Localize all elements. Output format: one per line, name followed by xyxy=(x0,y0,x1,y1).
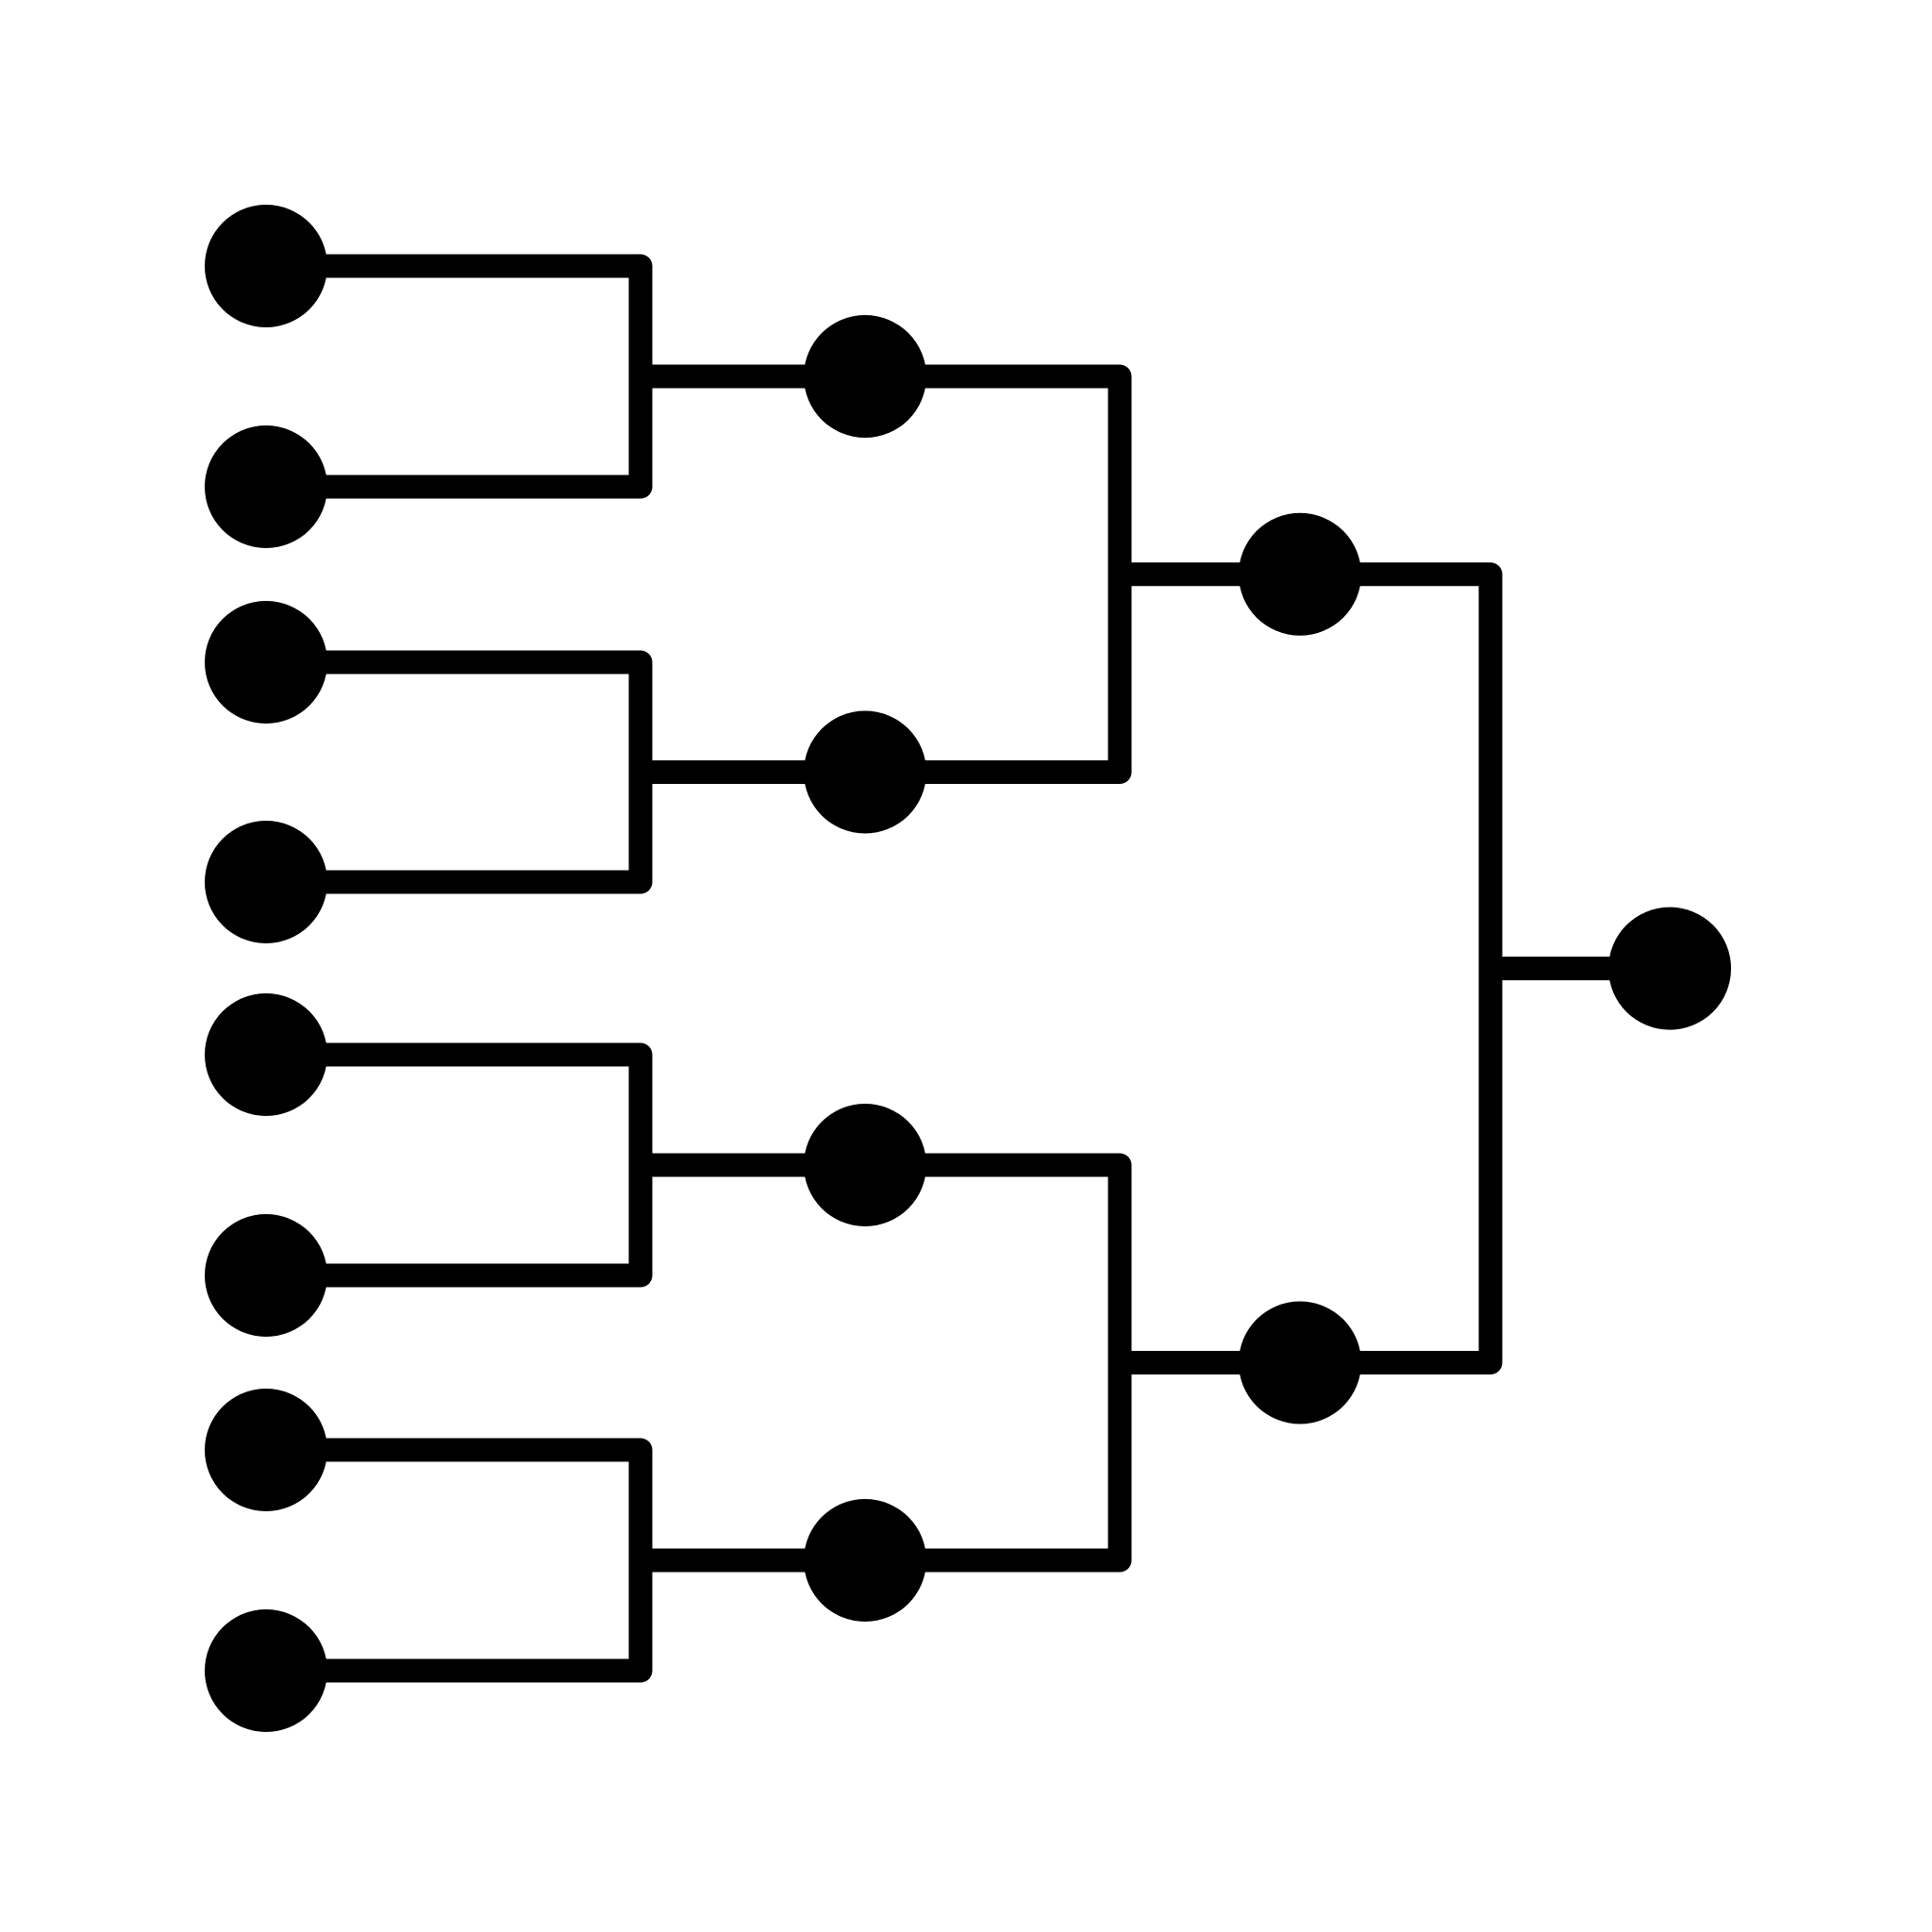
bracket-node-round-2-4 xyxy=(804,1499,926,1622)
bracket-connector-round-2-match-1 xyxy=(865,364,1132,784)
bracket-node-round-1-8 xyxy=(205,1609,327,1732)
bracket-connector-round-1-match-1 xyxy=(266,254,653,499)
bracket-node-round-1-1 xyxy=(205,205,327,327)
bracket-connector-round-1-match-3 xyxy=(266,1042,653,1288)
bracket-node-round-3-2 xyxy=(1239,1301,1361,1424)
bracket-nodes xyxy=(205,205,1731,1732)
bracket-node-round-3-1 xyxy=(1239,512,1361,636)
bracket-node-round-2-3 xyxy=(804,1104,926,1226)
bracket-connector-round-1-match-4 xyxy=(266,1438,653,1683)
bracket-node-round-1-3 xyxy=(205,601,327,724)
bracket-node-round-1-6 xyxy=(205,1214,327,1337)
bracket-connectors xyxy=(266,254,1670,1683)
bracket-node-round-1-7 xyxy=(205,1389,327,1511)
bracket-connector-round-1-match-2 xyxy=(266,650,653,894)
bracket-connector-round-3-match-1 xyxy=(1300,562,1503,1374)
bracket-node-round-2-1 xyxy=(804,315,926,438)
bracket-node-round-1-4 xyxy=(205,821,327,943)
bracket-connector-round-2-match-2 xyxy=(865,1153,1132,1573)
bracket-winner-node xyxy=(1608,907,1731,1030)
bracket-node-round-2-2 xyxy=(804,710,926,834)
bracket-node-round-1-2 xyxy=(205,425,327,548)
bracket-node-round-1-5 xyxy=(205,993,327,1116)
